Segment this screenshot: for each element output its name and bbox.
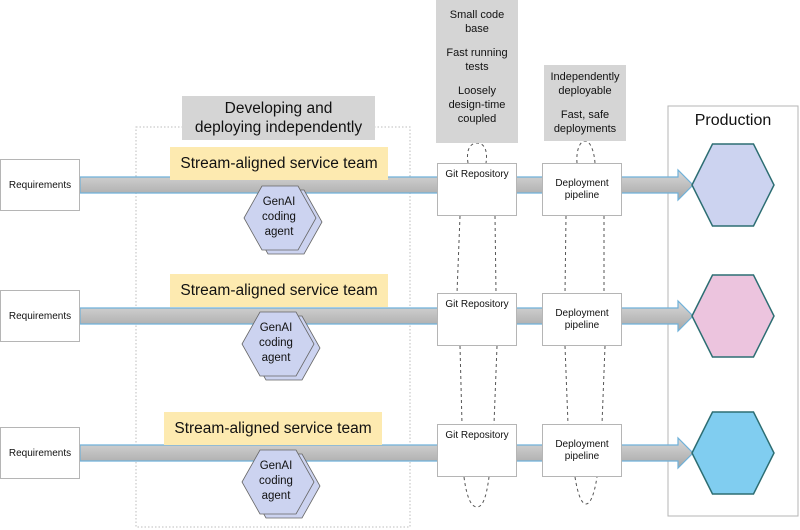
group-label-line-1: Developing and [224, 100, 333, 117]
agent-label: GenAI coding agent [251, 459, 301, 504]
pipeline-note-line: deployments [553, 123, 617, 135]
agent-label-line: agent [261, 490, 291, 502]
flow-arrow [79, 436, 694, 470]
repo-link-top [467, 142, 487, 164]
repo-note-line: Small code [449, 9, 505, 21]
team-label: Stream-aligned service team [170, 147, 388, 180]
agent-label: GenAI coding agent [254, 195, 304, 240]
git-repository-box: Git Repository [437, 424, 517, 477]
repo-note-line: tests [465, 61, 489, 73]
pipeline-link-bottom [574, 476, 598, 505]
service-hexagon-production [691, 143, 775, 227]
production-title: Production [694, 112, 772, 129]
repo-note-line: Fast running [446, 47, 508, 59]
pipeline-note-line: deployable [558, 85, 612, 97]
pipeline-label-line: pipeline [564, 319, 600, 331]
team-label: Stream-aligned service team [170, 274, 388, 307]
repo-note-line: Loosely [458, 85, 496, 97]
agent-hexagon [243, 185, 317, 251]
agent-label-line: coding [259, 337, 293, 349]
agent-label-line: GenAI [262, 196, 296, 208]
group-label: Developing and deploying independently [182, 96, 375, 140]
agent-hexagon [241, 311, 315, 377]
service-hexagon-production [691, 411, 775, 495]
pipeline-label-line: Deployment [555, 307, 609, 319]
pipeline-link-lines [564, 215, 606, 425]
git-repository-label: Git Repository [445, 169, 509, 180]
git-repository-box: Git Repository [437, 163, 517, 216]
git-repository-label: Git Repository [445, 299, 509, 310]
deployment-pipeline-box: Deployment pipeline [542, 163, 622, 216]
pipeline-link-top [576, 140, 596, 164]
repo-link-bottom [463, 476, 490, 508]
pipeline-note-line: Independently [550, 71, 620, 83]
agent-label-line: agent [264, 226, 294, 238]
deployment-pipeline-box: Deployment pipeline [542, 424, 622, 477]
repo-note-line: coupled [457, 113, 497, 125]
agent-hexagon [241, 449, 315, 515]
flow-arrow [79, 299, 694, 333]
pipeline-properties-note: Independently deployable Fast, safe depl… [544, 65, 626, 141]
pipeline-label-line: pipeline [564, 450, 600, 462]
repo-note-line: base [465, 23, 489, 35]
group-label-line-2: deploying independently [194, 119, 363, 136]
pipeline-label-line: Deployment [555, 177, 609, 189]
requirements-box: Requirements [0, 290, 80, 342]
repo-note-line: design-time [448, 99, 506, 111]
requirements-box: Requirements [0, 159, 80, 211]
pipeline-label-line: Deployment [555, 438, 609, 450]
pipeline-note-line: Fast, safe [560, 109, 610, 121]
agent-label: GenAI coding agent [251, 321, 301, 366]
git-repository-box: Git Repository [437, 293, 517, 346]
repo-link-lines [456, 215, 498, 425]
repo-properties-note: Small code base Fast running tests Loose… [436, 0, 518, 143]
agent-label-line: GenAI [259, 322, 293, 334]
deployment-pipeline-box: Deployment pipeline [542, 293, 622, 346]
team-label: Stream-aligned service team [164, 412, 382, 445]
agent-label-line: agent [261, 352, 291, 364]
service-hexagon-production [691, 274, 775, 358]
git-repository-label: Git Repository [445, 430, 509, 441]
agent-label-line: coding [259, 475, 293, 487]
agent-label-line: GenAI [259, 460, 293, 472]
pipeline-label-line: pipeline [564, 189, 600, 201]
requirements-box: Requirements [0, 427, 80, 479]
agent-label-line: coding [262, 211, 296, 223]
